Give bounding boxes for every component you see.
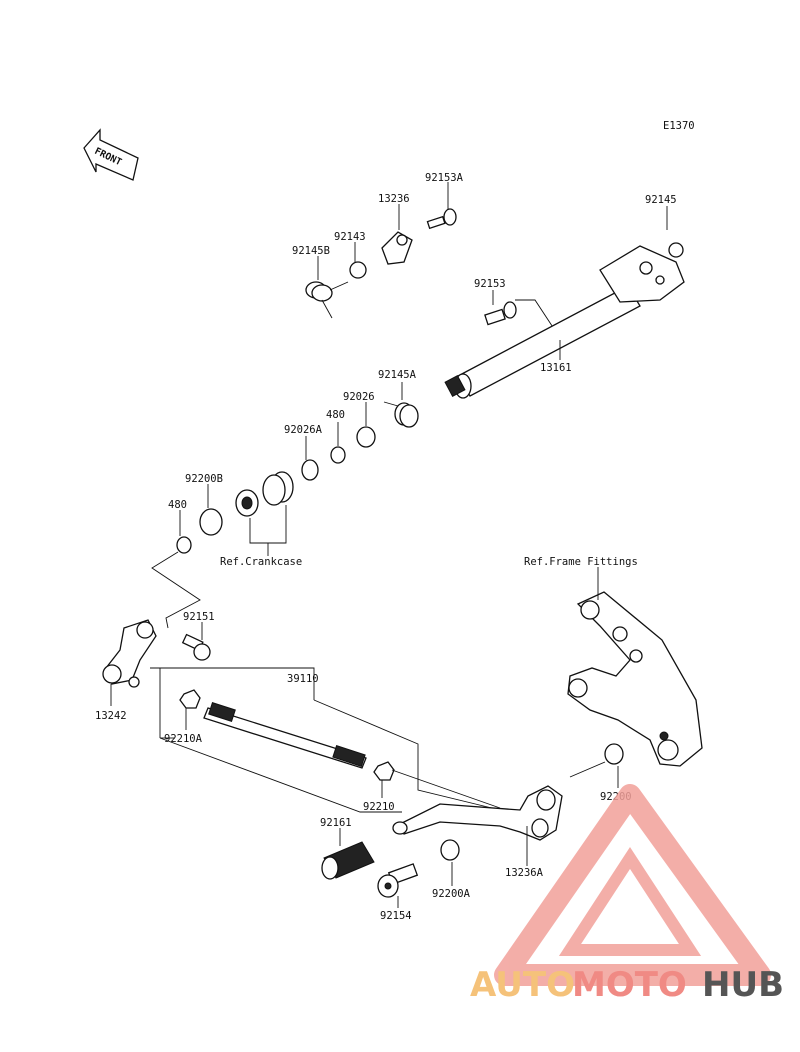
circlip-480-upper <box>330 446 346 464</box>
needle-bearing <box>262 471 294 506</box>
label-92145B: 92145B <box>292 245 330 257</box>
nut-92210 <box>373 761 395 781</box>
label-92153A: 92153A <box>425 172 464 184</box>
washer-92026 <box>356 426 376 448</box>
label-92210A: 92210A <box>164 733 203 745</box>
front-arrow-icon: FRONT <box>83 128 139 181</box>
bolt-92153A <box>426 208 457 230</box>
watermark-hub: HUB <box>702 965 784 1005</box>
lever-13242 <box>102 619 157 688</box>
washer-92200B <box>199 508 223 536</box>
label-92154: 92154 <box>380 910 412 922</box>
label-13161: 13161 <box>540 362 572 374</box>
label-92026: 92026 <box>343 391 375 403</box>
leader-long-2 <box>313 699 501 811</box>
spring-92145A <box>383 401 419 428</box>
bracket-39110-top <box>160 667 315 700</box>
frame-fitting <box>567 591 703 767</box>
washer-92026A <box>301 459 319 481</box>
rubber-92161 <box>321 841 375 880</box>
washer-92200A <box>440 839 460 861</box>
spring-92145B <box>305 281 349 319</box>
shift-shaft-13161 <box>444 245 685 399</box>
bolt-92153 <box>484 301 517 326</box>
tie-rod-39110 <box>203 701 367 769</box>
label-480-lower: 480 <box>168 499 187 511</box>
label-39110: 39110 <box>287 673 319 685</box>
label-13236: 13236 <box>378 193 410 205</box>
lever-13236 <box>381 231 413 265</box>
label-13242: 13242 <box>95 710 127 722</box>
label-92145A: 92145A <box>378 369 417 381</box>
collar-92143 <box>349 261 367 279</box>
watermark-moto: MOTO <box>572 965 687 1005</box>
label-92143: 92143 <box>334 231 366 243</box>
bolt-92154 <box>377 863 419 898</box>
label-480-upper: 480 <box>326 409 345 421</box>
watermark-logo <box>494 784 771 986</box>
spring-92145 <box>668 242 684 258</box>
bolt-92151 <box>181 633 211 661</box>
bracket-39110-left <box>150 667 161 738</box>
oil-seal <box>235 489 259 517</box>
ref-crankcase-label: Ref.Crankcase <box>220 556 302 568</box>
label-92200B: 92200B <box>185 473 223 485</box>
circlip-480-lower <box>176 536 192 554</box>
label-92153: 92153 <box>474 278 506 290</box>
washer-92200 <box>604 743 624 765</box>
leader-long-4 <box>569 761 606 778</box>
watermark-auto: AUTO <box>470 965 575 1005</box>
leader-shaft-to-lever <box>151 551 201 629</box>
shift-pedal-13236A <box>392 785 563 841</box>
label-92026A: 92026A <box>284 424 323 436</box>
leader-long-1 <box>159 737 402 813</box>
leader-long-3 <box>391 769 501 809</box>
label-92145: 92145 <box>645 194 677 206</box>
diagram-code: E1370 <box>663 120 695 132</box>
label-13236A: 13236A <box>505 867 544 879</box>
leader-92153-b <box>515 299 561 339</box>
ref-frame-fittings-label: Ref.Frame Fittings <box>524 556 638 568</box>
label-92161: 92161 <box>320 817 352 829</box>
label-92200A: 92200A <box>432 888 471 900</box>
nut-92210A <box>179 689 201 709</box>
label-92151: 92151 <box>183 611 215 623</box>
label-92210: 92210 <box>363 801 395 813</box>
